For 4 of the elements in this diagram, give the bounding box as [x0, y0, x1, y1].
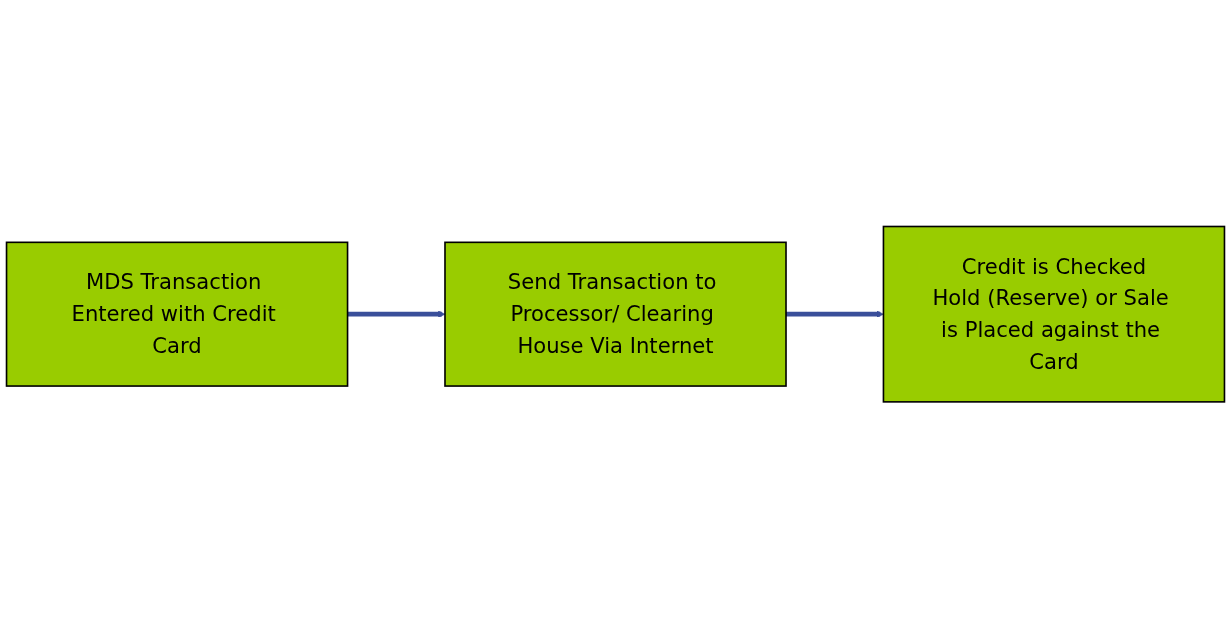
node-box: Credit is Checked Hold (Reserve) or Sale is Placed against the Card [882, 225, 1226, 403]
node-box: Send Transaction to Processor/ Clearing House Via Internet [444, 241, 787, 387]
arrow [786, 310, 884, 318]
node-box: MDS Transaction Entered with Credit Card [5, 241, 349, 387]
